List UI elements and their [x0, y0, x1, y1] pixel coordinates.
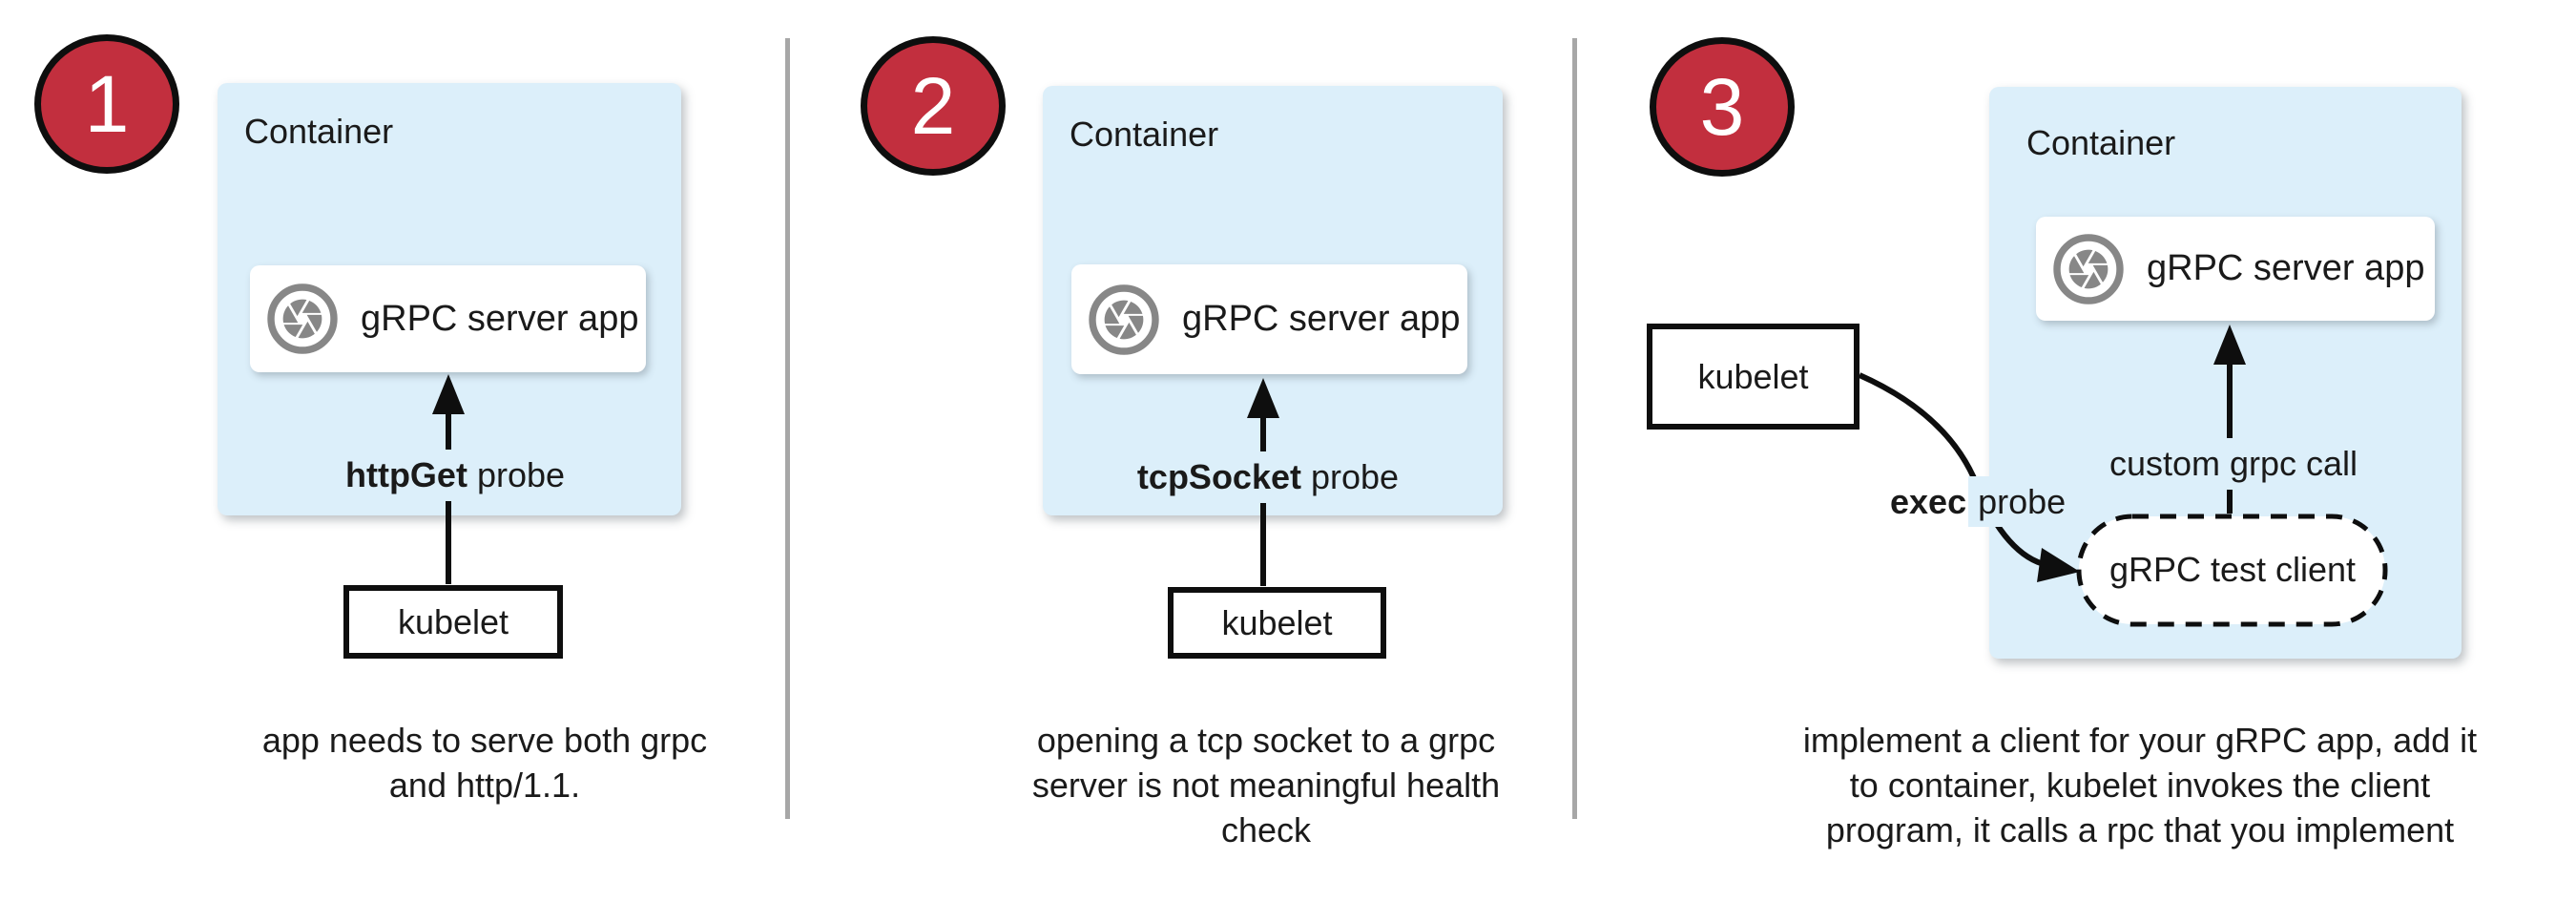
caption-line: program, it calls a rpc that you impleme…: [1825, 810, 2455, 850]
grpc-server-app-box-1: gRPC server app: [250, 265, 646, 372]
caption-line: app needs to serve both grpc: [261, 721, 708, 760]
aperture-icon: [1089, 283, 1159, 355]
probe-word: probe: [1968, 476, 2076, 527]
step-number: 3: [1699, 62, 1745, 152]
caption-line: check: [1220, 810, 1312, 850]
probe-label-3: exec probe: [1882, 476, 2076, 527]
aperture-icon: [2053, 233, 2124, 304]
grpc-server-app-box-2: gRPC server app: [1071, 264, 1467, 374]
caption-line: opening a tcp socket to a grpc: [1036, 721, 1496, 760]
kubelet-label: kubelet: [1221, 602, 1333, 642]
step-number: 2: [910, 61, 956, 151]
panel-divider-1: [785, 38, 790, 819]
probe-type: tcpSocket: [1136, 457, 1301, 496]
panel-divider-2: [1572, 38, 1577, 819]
caption-line: to container, kubelet invokes the client: [1849, 766, 2431, 805]
caption-line: server is not meaningful health: [1031, 766, 1501, 805]
caption-3: implement a client for your gRPC app, ad…: [1803, 718, 2477, 852]
grpc-server-app-label: gRPC server app: [1182, 299, 1461, 339]
probe-label-1: httpGet probe: [335, 450, 575, 501]
step-number: 1: [84, 59, 130, 149]
caption-2: opening a tcp socket to a grpc server is…: [1032, 718, 1500, 852]
grpc-test-client-label: gRPC test client: [2109, 550, 2356, 590]
grpc-server-app-box-3: gRPC server app: [2036, 217, 2435, 321]
kubelet-box-2: kubelet: [1168, 587, 1386, 659]
kubelet-box-3: kubelet: [1647, 324, 1859, 430]
container-label: Container: [244, 112, 394, 151]
grpc-server-app-label: gRPC server app: [2147, 248, 2425, 288]
probe-type: httpGet: [344, 455, 467, 494]
probe-label-2: tcpSocket probe: [1127, 451, 1409, 503]
caption-line: and http/1.1.: [388, 766, 581, 805]
container-label: Container: [1070, 115, 1219, 154]
grpc-test-client-box: [2076, 514, 2388, 627]
kubelet-label: kubelet: [1697, 356, 1809, 396]
test-client-text: gRPC test client: [2109, 550, 2357, 589]
aperture-icon: [267, 283, 338, 354]
kubelet-label: kubelet: [397, 601, 509, 641]
kubelet-box-1: kubelet: [343, 585, 563, 659]
custom-call-text: custom grpc call: [2109, 444, 2358, 483]
grpc-server-app-label: gRPC server app: [361, 298, 639, 339]
container-label: Container: [2026, 123, 2176, 162]
custom-grpc-call-label: custom grpc call: [2099, 438, 2368, 490]
probe-word: probe: [467, 455, 566, 494]
probe-type: exec: [1882, 476, 1969, 527]
probe-word: probe: [1300, 457, 1400, 496]
step-badge-2: 2: [861, 36, 1006, 176]
step-badge-1: 1: [34, 34, 179, 174]
caption-1: app needs to serve both grpc and http/1.…: [262, 718, 707, 808]
step-badge-3: 3: [1650, 37, 1795, 177]
caption-line: implement a client for your gRPC app, ad…: [1802, 721, 2478, 760]
